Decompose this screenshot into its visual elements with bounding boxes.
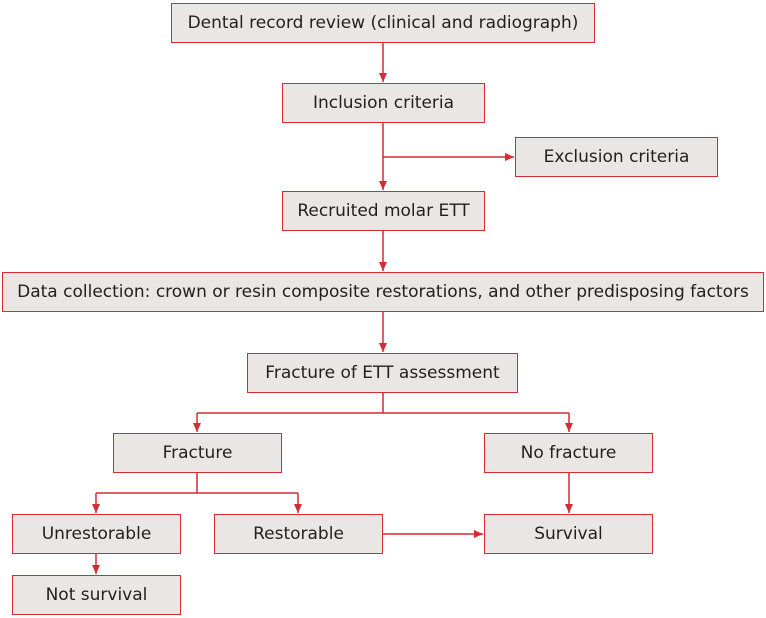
node-not-survival: Not survival — [12, 575, 181, 615]
node-dental-record-review: Dental record review (clinical and radio… — [171, 3, 595, 43]
node-unrestorable: Unrestorable — [12, 514, 181, 554]
line-fracture-split — [96, 473, 298, 494]
node-survival: Survival — [484, 514, 653, 554]
node-no-fracture: No fracture — [484, 433, 653, 473]
line-assessment-split — [197, 393, 569, 414]
node-fracture: Fracture — [113, 433, 282, 473]
node-recruited-molar-ett: Recruited molar ETT — [282, 191, 485, 231]
node-fracture-assessment: Fracture of ETT assessment — [247, 353, 518, 393]
node-restorable: Restorable — [214, 514, 383, 554]
node-data-collection: Data collection: crown or resin composit… — [2, 272, 764, 312]
node-exclusion-criteria: Exclusion criteria — [515, 137, 718, 177]
node-inclusion-criteria: Inclusion criteria — [282, 83, 485, 123]
